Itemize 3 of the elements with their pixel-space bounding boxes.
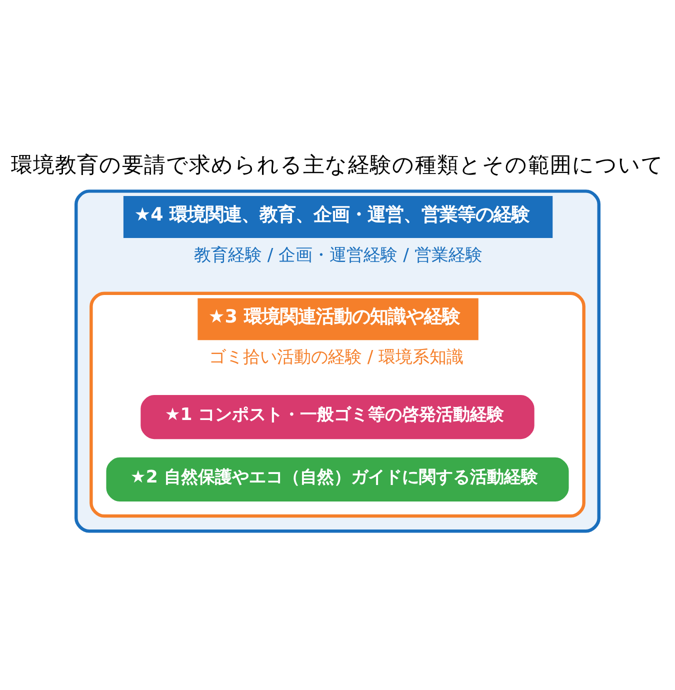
node-box: ★2 自然保護やエコ（自然）ガイドに関する活動経験 (106, 457, 569, 502)
diagram-title: 環境教育の要請で求められる主な経験の種類とその範囲について (11, 152, 664, 178)
node-box: ★1 コンポスト・一般ゴミ等の啓発活動経験 (140, 395, 534, 440)
